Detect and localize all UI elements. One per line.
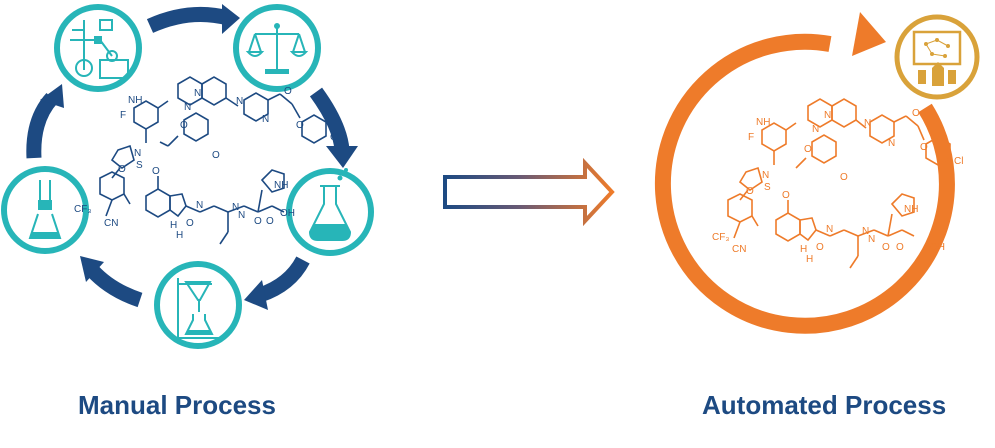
cycle-arrow-2-head [326, 146, 358, 168]
mol-label: CF₃ [74, 204, 91, 215]
mol-label: O [840, 172, 848, 183]
mol-label: N [824, 110, 831, 121]
mol-label: O [254, 216, 262, 227]
mol-label: CF₃ [712, 232, 729, 243]
cycle-arrow-4 [86, 264, 143, 308]
mol-label: N [862, 226, 869, 237]
distillation-apparatus-icon [54, 4, 142, 92]
mol-label: O [118, 164, 126, 175]
mol-label: O [816, 242, 824, 253]
mol-label: S [764, 182, 771, 193]
mol-label: O [912, 108, 920, 119]
mol-label: NH [128, 95, 142, 106]
mol-label: O [284, 86, 292, 97]
mol-label: Cl [330, 132, 339, 143]
automated-cycle-ring [654, 33, 955, 334]
mol-label: N [888, 138, 895, 149]
mol-label: N [184, 102, 191, 113]
mol-label: O [180, 120, 188, 131]
mol-label: CN [104, 218, 118, 229]
cycle-arrow-5 [26, 92, 58, 159]
mol-label: N [134, 148, 141, 159]
mol-label: OH [280, 208, 295, 219]
cycle-arrow-3-head [244, 280, 268, 310]
mol-label: O [186, 218, 194, 229]
mol-label: O [266, 216, 274, 227]
mol-label: N [868, 234, 875, 245]
manual-process-caption: Manual Process [78, 390, 276, 420]
cycle-arrow-2 [309, 87, 350, 151]
cycle-arrow-5-head [40, 84, 64, 108]
gradient-right-arrow-icon [443, 157, 615, 227]
cycle-arrow-1 [146, 6, 230, 33]
molecule-top-left [727, 122, 797, 239]
mol-label: H [176, 230, 183, 241]
separatory-funnel-icon [154, 261, 242, 349]
mol-label: S [136, 160, 143, 171]
mol-label: O [782, 190, 790, 201]
mol-label: O [152, 166, 160, 177]
manual-molecules [99, 76, 327, 245]
mol-label: O [746, 186, 754, 197]
manual-process-cycle [1, 4, 374, 349]
mol-label: O [896, 242, 904, 253]
automated-molecule-labels: NH F O N S CF₃ CN O N N N N O O Cl O O N… [712, 108, 963, 265]
automated-cycle-head [852, 12, 886, 56]
mol-label: N [232, 202, 239, 213]
mol-label: N [762, 170, 769, 181]
mol-label: F [120, 110, 126, 121]
mol-label: O [882, 242, 890, 253]
round-bottom-flask-icon [286, 168, 374, 256]
automated-robot-screen-icon [894, 14, 980, 100]
mol-label: N [864, 118, 871, 129]
mol-label: Cl [954, 156, 963, 167]
molecule-bottom [775, 193, 915, 269]
mol-label: CN [732, 244, 746, 255]
mol-label: H [806, 254, 813, 265]
mol-label: H [170, 220, 177, 231]
mol-label: O [296, 120, 304, 131]
mol-label: N [826, 224, 833, 235]
molecule-top-right [159, 76, 327, 147]
mol-label: O [804, 144, 812, 155]
mol-label: NH [274, 180, 288, 191]
mol-label: N [238, 210, 245, 221]
mol-label: NH [904, 204, 918, 215]
mol-label: NH [756, 117, 770, 128]
mol-label: F [748, 132, 754, 143]
mol-label: H [800, 244, 807, 255]
mol-label: N [194, 88, 201, 99]
molecule-bottom [145, 169, 285, 245]
filtration-flask-icon [1, 166, 89, 254]
mol-label: N [812, 124, 819, 135]
automated-molecules [727, 98, 951, 269]
balance-scale-icon [233, 4, 321, 92]
cycle-arrow-1-head [222, 4, 240, 34]
mol-label: O [920, 142, 928, 153]
mol-label: OH [930, 242, 945, 253]
mol-label: O [212, 150, 220, 161]
molecule-top-right [795, 98, 951, 169]
molecule-top-left [99, 100, 169, 217]
automated-process-cycle [654, 12, 980, 334]
mol-label: N [196, 200, 203, 211]
mol-label: N [262, 114, 269, 125]
automated-process-caption: Automated Process [702, 390, 947, 420]
manual-molecule-labels: NH F O N S CF₃ CN O N N N N O O Cl O O N… [74, 86, 339, 241]
mol-label: N [236, 96, 243, 107]
cycle-arrow-3 [257, 256, 310, 303]
cycle-arrow-4-head [80, 256, 104, 282]
